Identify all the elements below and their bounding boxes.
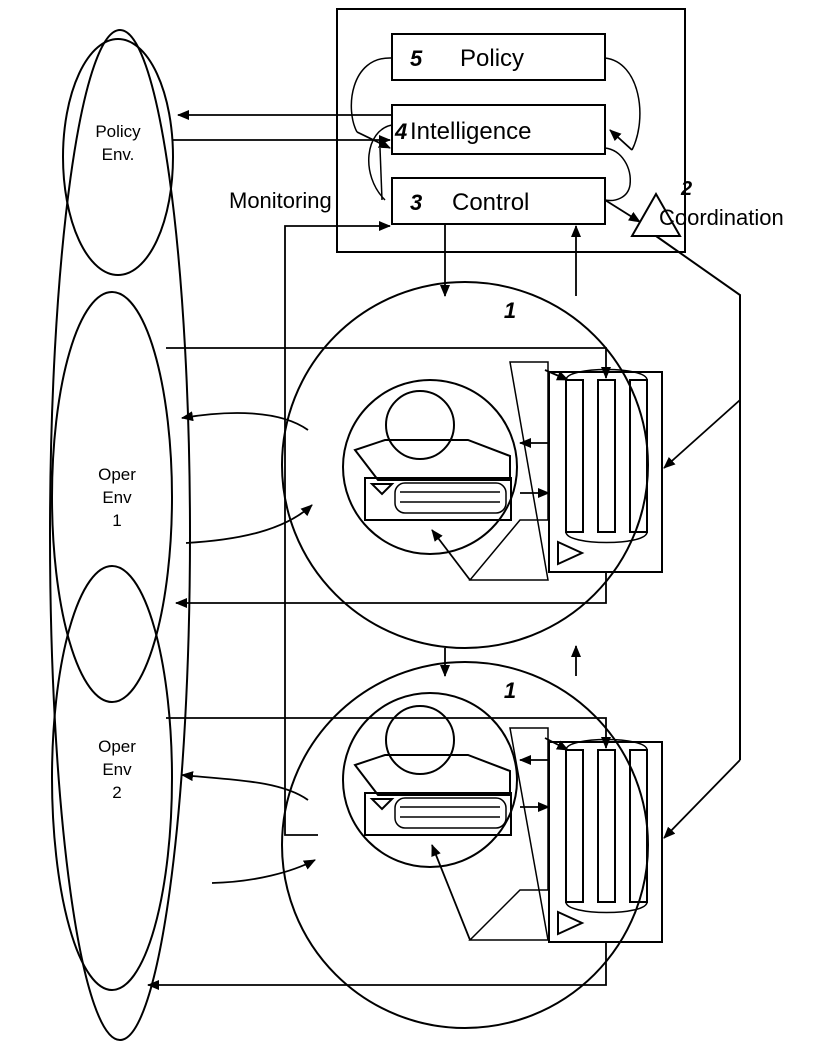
bottom-column-1 (566, 750, 583, 902)
arrow-3-to-2 (605, 200, 640, 222)
top-column-2 (598, 380, 615, 532)
environment-outer-ellipse (50, 30, 190, 1040)
policy-env-line-1: Policy (95, 122, 141, 141)
system-5-number: 5 (410, 46, 423, 71)
bottom-ops-marker (372, 799, 392, 809)
arrow-env1-to-top-unit (186, 505, 312, 543)
top-column-1 (566, 380, 583, 532)
oper-env-2-line-1: Oper (98, 737, 136, 756)
top-ops-sphere (386, 391, 454, 459)
operation-unit-bottom-number: 1 (504, 678, 516, 703)
system-3-number: 3 (410, 190, 422, 215)
bottom-column-2 (598, 750, 615, 902)
bottom-ops-drum (395, 798, 506, 828)
loop-5-4-left (351, 58, 392, 132)
arrow-coordination-to-top-unit (664, 400, 740, 468)
oper-env-1-line-3: 1 (112, 511, 121, 530)
coordination-bus-top (656, 236, 740, 400)
arrow-top-mgmt-to-env1 (176, 572, 606, 603)
system-5-label: Policy (460, 45, 524, 72)
arrow-coordination-to-bottom-unit (664, 760, 740, 838)
top-ops-drum (395, 483, 506, 513)
oper-env-2-line-2: Env (102, 760, 132, 779)
operation-unit-top-circle (282, 282, 648, 648)
system-4-number: 4 (394, 119, 407, 144)
bottom-local-triangle (558, 912, 582, 934)
monitoring-path (285, 226, 390, 835)
arrow-env1-to-top-mgmt (166, 348, 606, 378)
oper-env-1-line-2: Env (102, 488, 132, 507)
operation-unit-top-number: 1 (504, 298, 516, 323)
top-ops-marker (372, 484, 392, 494)
policy-env-line-2: Env. (102, 145, 135, 164)
top-column-3 (630, 380, 647, 532)
arrow-bottom-mgmt-to-env2 (148, 942, 606, 985)
system-4-label: Intelligence (410, 118, 531, 145)
arrow-into-4-right (610, 130, 632, 150)
oper-env-2-line-3: 2 (112, 783, 121, 802)
bottom-ops-sphere (386, 706, 454, 774)
monitor-stub (380, 148, 382, 200)
loop-5-4-right (605, 58, 640, 150)
system-2-label: Coordination (659, 205, 784, 230)
loop-4-3-right (605, 148, 630, 185)
system-2-number: 2 (680, 178, 692, 200)
arrow-env2-to-bottom-unit (212, 860, 315, 883)
system-3-label: Control (452, 189, 529, 216)
arrow-top-mgmt-link-to-ops (432, 530, 470, 580)
monitoring-label: Monitoring (229, 188, 332, 213)
operation-unit-bottom-circle (282, 662, 648, 1028)
loop-4-3-right-b (605, 185, 630, 200)
top-local-triangle (558, 542, 582, 564)
oper-env-1-line-1: Oper (98, 465, 136, 484)
